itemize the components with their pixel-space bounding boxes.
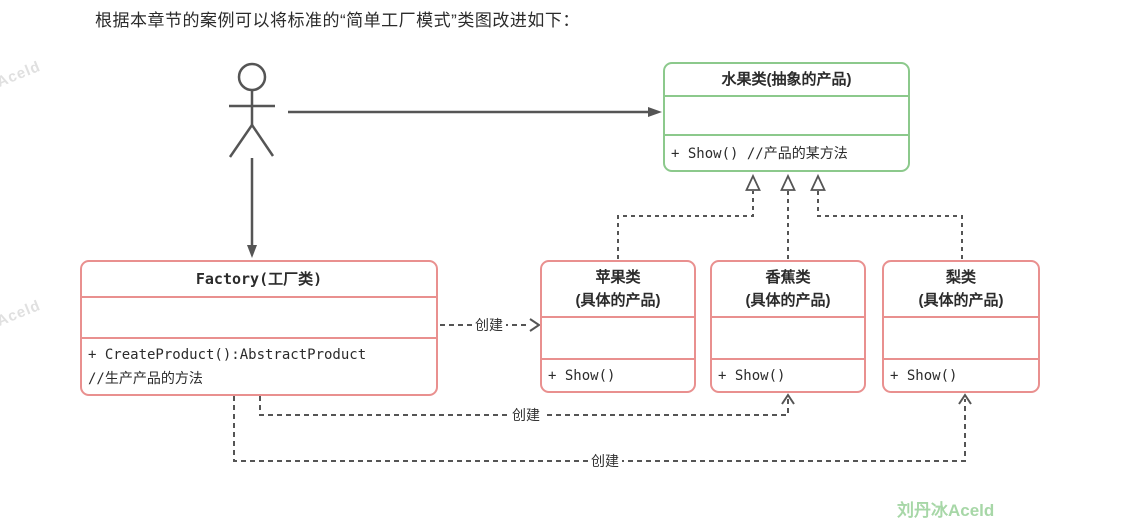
apple-class-method: + Show()	[548, 367, 616, 384]
create-label-apple: 创建	[472, 315, 506, 335]
create-label-banana: 创建	[509, 405, 543, 425]
factory-method-line2: //生产产品的方法	[88, 370, 203, 387]
create-pear-arrow	[233, 393, 972, 462]
pear-class-subtitle: (具体的产品)	[918, 292, 1004, 309]
factory-class-title: Factory(工厂类)	[82, 262, 436, 298]
fruit-class-title: 水果类(抽象的产品)	[665, 64, 908, 97]
actor-to-factory-arrow	[247, 158, 257, 258]
apple-class-name: 苹果类	[595, 269, 641, 286]
banana-class-title: 香蕉类 (具体的产品)	[712, 262, 864, 318]
class-box-pear: 梨类 (具体的产品) + Show()	[882, 260, 1040, 393]
pear-class-name: 梨类	[945, 269, 976, 286]
banana-class-method: + Show()	[718, 367, 786, 384]
pear-class-title: 梨类 (具体的产品)	[884, 262, 1038, 318]
fruit-class-fields	[665, 97, 908, 136]
banana-realization-arrow	[780, 173, 796, 259]
apple-class-subtitle: (具体的产品)	[575, 292, 661, 309]
class-box-banana: 香蕉类 (具体的产品) + Show()	[710, 260, 866, 393]
pear-class-fields	[884, 318, 1038, 360]
page-title: 根据本章节的案例可以将标准的“简单工厂模式”类图改进如下：	[95, 11, 580, 30]
banana-class-subtitle: (具体的产品)	[745, 292, 831, 309]
class-box-factory: Factory(工厂类) + CreateProduct():AbstractP…	[80, 260, 438, 396]
apple-class-title: 苹果类 (具体的产品)	[542, 262, 694, 318]
class-box-apple: 苹果类 (具体的产品) + Show()	[540, 260, 696, 393]
apple-class-fields	[542, 318, 694, 360]
factory-method-line1: + CreateProduct():AbstractProduct	[88, 346, 367, 363]
author-watermark: 刘丹冰Aceld	[897, 501, 995, 520]
actor-to-fruit-arrow	[288, 107, 662, 117]
banana-class-name: 香蕉类	[765, 269, 811, 286]
pear-realization-arrow	[810, 173, 963, 259]
fruit-class-method: + Show() //产品的某方法	[671, 146, 848, 162]
actor-icon	[228, 62, 275, 158]
pear-class-method: + Show()	[890, 367, 958, 384]
apple-realization-arrow	[617, 173, 761, 259]
factory-class-methods: + CreateProduct():AbstractProduct //生产产品…	[82, 339, 436, 394]
factory-class-fields	[82, 298, 436, 339]
banana-class-fields	[712, 318, 864, 360]
create-label-pear: 创建	[588, 451, 622, 471]
class-box-fruit: 水果类(抽象的产品) + Show() //产品的某方法	[663, 62, 910, 172]
